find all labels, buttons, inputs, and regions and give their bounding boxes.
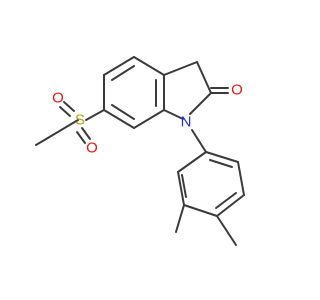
bond-ring-a-3 — [133, 56, 165, 76]
bond-ring-c-2 — [237, 161, 245, 196]
bond-ring-c-5 — [177, 171, 185, 206]
bond-ring-c-3 — [216, 194, 245, 217]
bond-ring-b-carbonyl — [196, 61, 212, 94]
carbonyl-oxygen-label: O — [231, 82, 243, 99]
bond-ring-b-cn — [189, 92, 212, 115]
bond-methyl-sulfur — [35, 119, 79, 146]
sulfonyl-oxygen-bottom-label: O — [86, 140, 98, 157]
bond-sulfur-oxygen-top-1 — [63, 101, 75, 112]
bond-ring-a-6 — [103, 109, 135, 129]
bond-sulfur-oxygen-bottom-2 — [76, 131, 86, 144]
bond-ring-c-inner-2 — [215, 192, 237, 209]
bond-ring-a-inner-1 — [111, 65, 135, 81]
molecule-structure: S O O O N — [35, 56, 245, 246]
bond-methyl-meta — [175, 204, 185, 233]
nitrogen-atom-label: N — [181, 114, 192, 131]
bond-ring-a-inner-3 — [111, 104, 135, 120]
sulfonyl-oxygen-top-label: O — [52, 90, 64, 107]
bond-ring-a-5 — [133, 109, 165, 129]
bond-ring-c-6 — [177, 151, 207, 173]
bond-methyl-para — [216, 215, 237, 246]
bond-ring-b-nc — [163, 109, 184, 120]
bond-n-aryl — [191, 129, 207, 153]
bond-sulfur-ring — [85, 109, 105, 121]
bond-ring-c-1 — [205, 151, 239, 163]
bond-ring-c-inner-1 — [209, 159, 233, 168]
bond-sulfur-oxygen-bottom-1 — [81, 127, 91, 140]
bond-ring-c-inner-3 — [181, 174, 187, 198]
bond-ring-c-4 — [183, 204, 218, 217]
bond-ring-b-ch2 — [163, 61, 198, 76]
sulfur-atom-label: S — [75, 112, 85, 129]
bond-ring-a-2 — [103, 56, 135, 76]
bond-sulfur-oxygen-top-2 — [59, 106, 71, 117]
